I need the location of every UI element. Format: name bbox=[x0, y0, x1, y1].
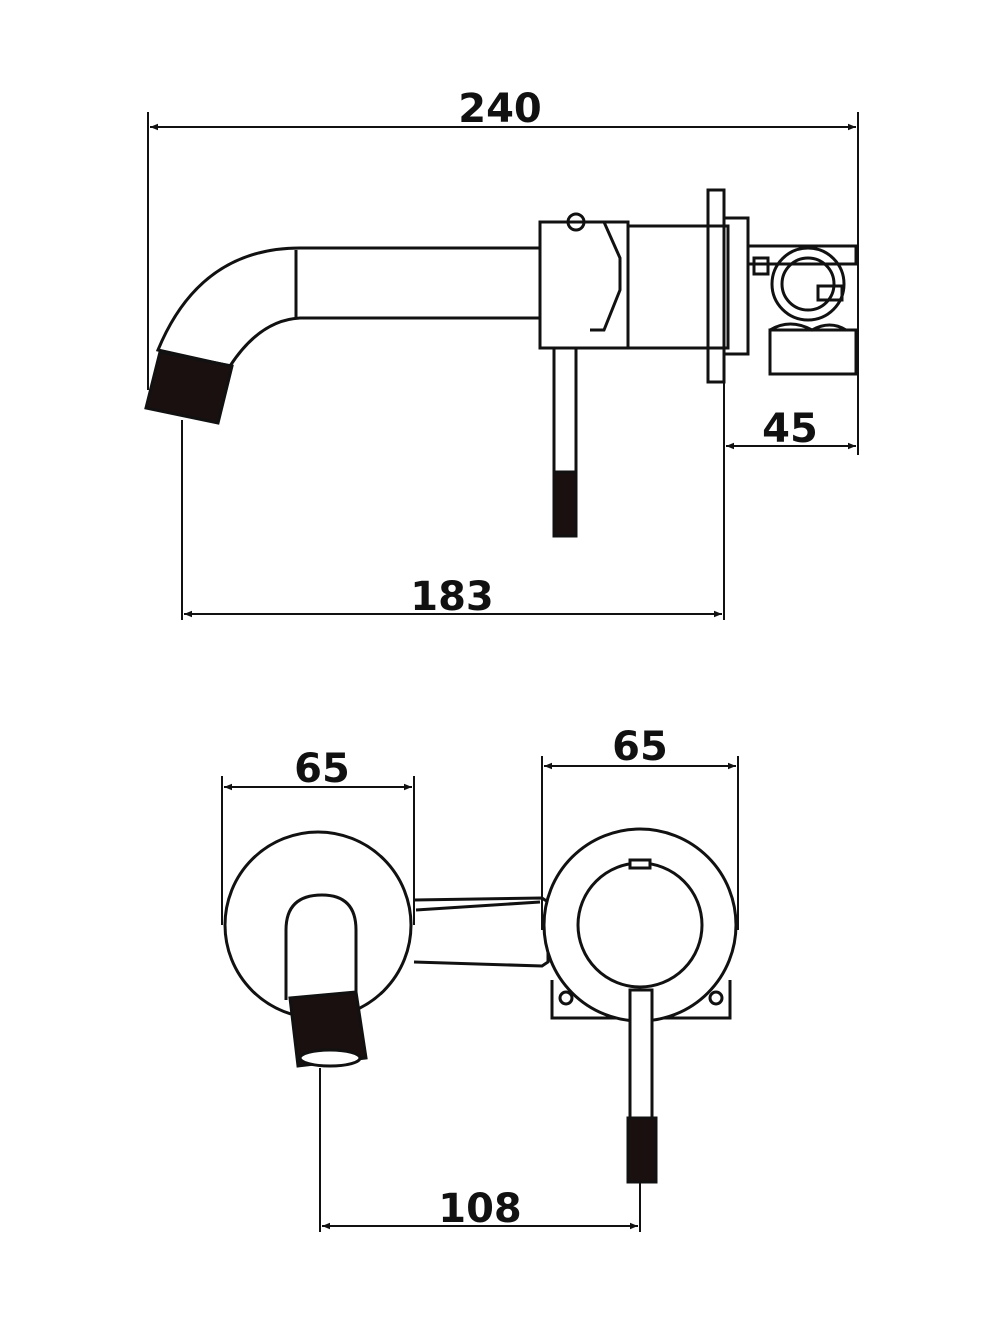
dimension-mixer-plate bbox=[541, 756, 739, 930]
label-projection: 183 bbox=[410, 574, 494, 620]
mixer-body bbox=[538, 188, 750, 384]
dimension-overall-length bbox=[147, 112, 859, 455]
spout bbox=[144, 246, 540, 425]
dimension-wall-depth bbox=[723, 382, 856, 620]
front-view bbox=[221, 756, 739, 1232]
connecting-body bbox=[413, 896, 550, 968]
side-view bbox=[144, 112, 859, 620]
spout-outlet bbox=[288, 990, 368, 1068]
label-mixer-plate: 65 bbox=[612, 724, 668, 770]
front-lever bbox=[626, 988, 658, 1184]
dimension-centres bbox=[319, 1068, 641, 1232]
aerator bbox=[144, 350, 234, 425]
wall-valve bbox=[746, 244, 858, 376]
label-centres: 108 bbox=[438, 1186, 522, 1232]
label-wall-depth: 45 bbox=[762, 406, 818, 452]
label-overall-length: 240 bbox=[458, 86, 542, 132]
dimension-spout-plate bbox=[221, 776, 415, 925]
lever-handle bbox=[552, 346, 578, 538]
spout-plate bbox=[223, 830, 413, 1068]
label-spout-plate: 65 bbox=[294, 746, 350, 792]
mixer-plate bbox=[542, 827, 738, 1023]
dimension-projection bbox=[181, 420, 722, 620]
